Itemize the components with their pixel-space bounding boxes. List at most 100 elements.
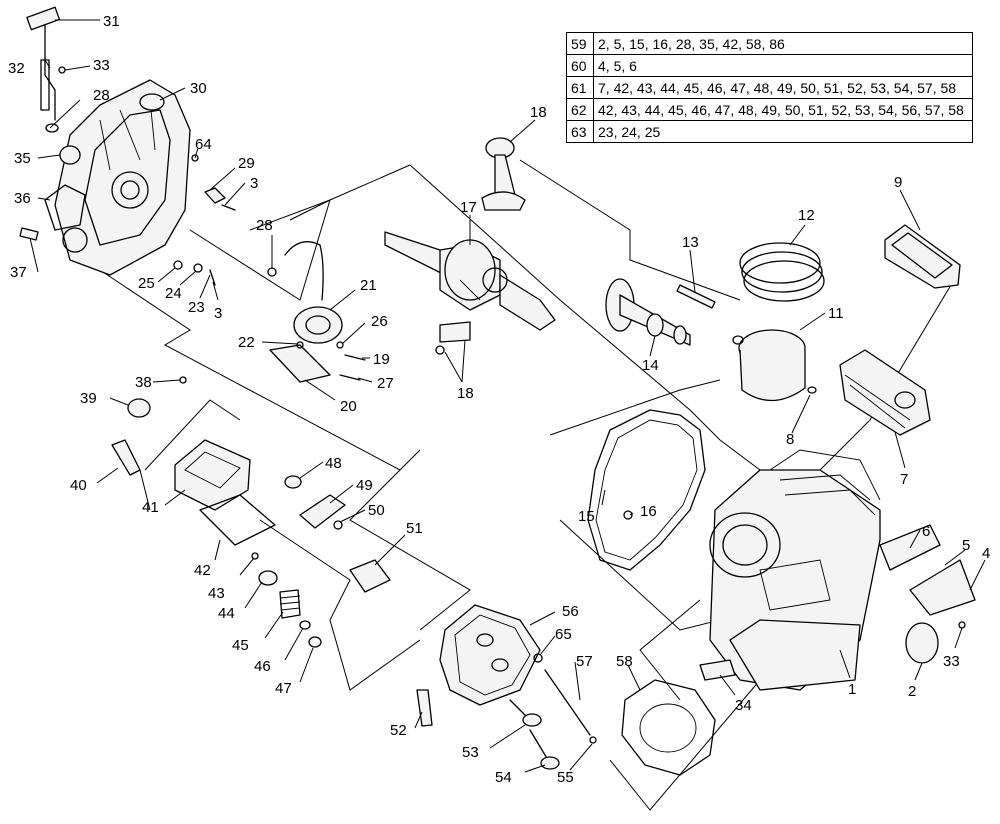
drain-plug bbox=[699, 659, 736, 681]
callout-23: 23 bbox=[188, 299, 205, 316]
crank-seal bbox=[905, 622, 939, 664]
kit-parts: 2, 5, 15, 16, 28, 35, 42, 58, 86 bbox=[593, 32, 973, 55]
table-row: 62 42, 43, 44, 45, 46, 47, 48, 49, 50, 5… bbox=[566, 98, 973, 121]
callout-24: 24 bbox=[165, 285, 182, 302]
callout-13: 13 bbox=[682, 234, 699, 251]
kit-id: 63 bbox=[566, 120, 594, 143]
valve-intake-head bbox=[522, 713, 542, 727]
callout-7: 7 bbox=[900, 471, 908, 488]
breather-cap bbox=[127, 398, 151, 418]
callout-38: 38 bbox=[135, 374, 152, 391]
callout-44: 44 bbox=[218, 605, 235, 622]
rocker-arm bbox=[284, 475, 346, 530]
table-row: 60 4, 5, 6 bbox=[566, 54, 973, 77]
piston-rings bbox=[739, 242, 825, 302]
kit-id: 62 bbox=[566, 98, 594, 121]
callout-56: 56 bbox=[562, 603, 579, 620]
piston bbox=[732, 329, 817, 402]
callout-53: 53 bbox=[462, 744, 479, 761]
callout-45: 45 bbox=[232, 637, 249, 654]
callout-4: 4 bbox=[982, 545, 990, 562]
valve-cover-front bbox=[174, 439, 251, 511]
callout-43: 43 bbox=[208, 585, 225, 602]
lifting-bracket bbox=[111, 439, 141, 476]
head-gasket-bore bbox=[639, 703, 697, 753]
kit-id: 60 bbox=[566, 54, 594, 77]
connecting-rod bbox=[435, 137, 526, 355]
cylinder-head-front bbox=[439, 604, 541, 706]
camshaft bbox=[605, 278, 691, 346]
leader-lines bbox=[29, 19, 986, 773]
small-hardware bbox=[19, 154, 966, 663]
dipstick bbox=[26, 6, 66, 133]
callout-18: 18 bbox=[457, 385, 474, 402]
valve-exhaust-head bbox=[540, 756, 560, 770]
callout-30: 30 bbox=[190, 80, 207, 97]
kit-parts: 42, 43, 44, 45, 46, 47, 48, 49, 50, 51, … bbox=[593, 98, 973, 121]
piston-pin bbox=[676, 284, 716, 309]
callout-41: 41 bbox=[142, 499, 159, 516]
crankcase-gasket-inner bbox=[595, 419, 698, 561]
callout-46: 46 bbox=[254, 658, 271, 675]
crankcase bbox=[709, 449, 881, 691]
callout-42: 42 bbox=[194, 562, 211, 579]
callout-31: 31 bbox=[103, 13, 120, 30]
callout-1: 1 bbox=[848, 681, 856, 698]
crankshaft bbox=[384, 231, 556, 331]
callout-35: 35 bbox=[14, 150, 31, 167]
cylinder-head-rear bbox=[839, 349, 931, 436]
callout-2: 2 bbox=[908, 683, 916, 700]
crankcase-gasket bbox=[587, 409, 706, 571]
callout-47: 47 bbox=[275, 680, 292, 697]
callout-36: 36 bbox=[14, 190, 31, 207]
kit-id: 61 bbox=[566, 76, 594, 99]
valve-cover-gasket bbox=[199, 494, 276, 546]
callout-25: 25 bbox=[138, 275, 155, 292]
callout-39: 39 bbox=[80, 390, 97, 407]
callout-64: 64 bbox=[195, 136, 212, 153]
callout-50: 50 bbox=[368, 502, 385, 519]
callout-3: 3 bbox=[214, 305, 222, 322]
push-rod bbox=[544, 669, 591, 736]
callout-12: 12 bbox=[798, 207, 815, 224]
callout-48: 48 bbox=[325, 455, 342, 472]
governor-assembly bbox=[269, 241, 366, 383]
crankcase-cover bbox=[44, 79, 191, 276]
callout-54: 54 bbox=[495, 769, 512, 786]
callout-33: 33 bbox=[943, 653, 960, 670]
callout-14: 14 bbox=[642, 357, 659, 374]
push-rod-tip bbox=[589, 736, 597, 744]
callout-22: 22 bbox=[238, 334, 255, 351]
kit-id: 59 bbox=[566, 32, 594, 55]
table-row: 61 7, 42, 43, 44, 45, 46, 47, 48, 49, 50… bbox=[566, 76, 973, 99]
table-row: 63 23, 24, 25 bbox=[566, 120, 973, 143]
oil-cap bbox=[139, 93, 165, 111]
head-gasket bbox=[621, 679, 716, 776]
callout-18: 18 bbox=[530, 104, 547, 121]
valve-exhaust bbox=[529, 729, 549, 761]
callout-17: 17 bbox=[460, 199, 477, 216]
callout-40: 40 bbox=[70, 477, 87, 494]
kit-parts: 23, 24, 25 bbox=[593, 120, 973, 143]
callout-26: 26 bbox=[371, 313, 388, 330]
callout-51: 51 bbox=[406, 520, 423, 537]
kit-parts: 4, 5, 6 bbox=[593, 54, 973, 77]
callout-65: 65 bbox=[555, 626, 572, 643]
callout-19: 19 bbox=[373, 351, 390, 368]
callout-labels: 31 32 33 28 30 64 35 29 3 36 28 37 25 24… bbox=[8, 13, 990, 786]
callout-55: 55 bbox=[557, 769, 574, 786]
callout-11: 11 bbox=[828, 305, 844, 322]
callout-27: 27 bbox=[377, 375, 394, 392]
callout-58: 58 bbox=[616, 653, 633, 670]
callout-28: 28 bbox=[256, 217, 273, 234]
callout-3: 3 bbox=[250, 175, 258, 192]
table-row: 59 2, 5, 15, 16, 28, 35, 42, 58, 86 bbox=[566, 32, 973, 55]
oil-seal bbox=[59, 145, 81, 165]
callout-37: 37 bbox=[10, 264, 27, 281]
callout-34: 34 bbox=[735, 697, 752, 714]
kit-parts: 7, 42, 43, 44, 45, 46, 47, 48, 49, 50, 5… bbox=[593, 76, 973, 99]
callout-6: 6 bbox=[922, 523, 930, 540]
callout-20: 20 bbox=[340, 398, 357, 415]
callout-52: 52 bbox=[390, 722, 407, 739]
